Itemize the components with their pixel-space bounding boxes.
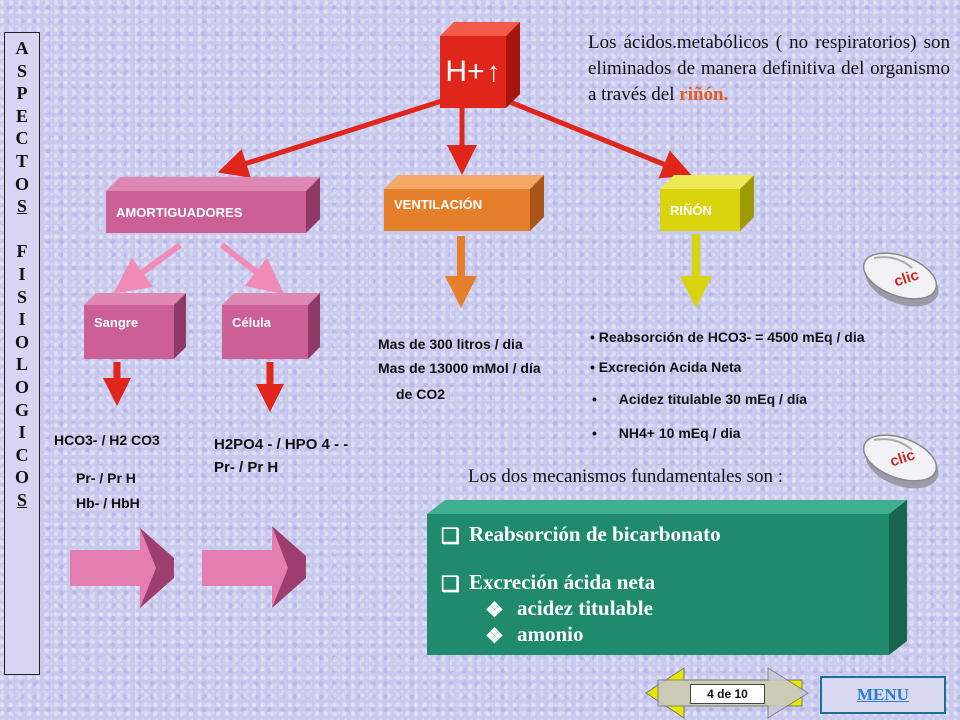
sidebar-letter: C bbox=[15, 128, 29, 149]
rinon-label: RIÑÓN bbox=[670, 202, 712, 218]
next-arrow-button[interactable] bbox=[760, 666, 816, 720]
sidebar-letter: L bbox=[15, 354, 28, 375]
clic-button-2[interactable]: clic bbox=[856, 424, 944, 492]
kidney-item-4-row: • NH4+ 10 mEq / dia bbox=[592, 422, 741, 444]
mouse-icon bbox=[862, 434, 939, 489]
sidebar-letter: P bbox=[16, 83, 28, 104]
sidebar-letter: F bbox=[16, 241, 28, 262]
sidebar-letter: S bbox=[16, 489, 27, 510]
menu-button[interactable]: MENU bbox=[820, 676, 946, 714]
rinon-box: RIÑÓN bbox=[660, 175, 754, 231]
arrow-to-sangre bbox=[113, 242, 182, 294]
pink-arrow-shape-left bbox=[70, 528, 174, 608]
mechanisms-heading: Los dos mecanismos fundamentales son : bbox=[468, 466, 784, 487]
diamond-bullet-icon: ❖ bbox=[485, 598, 504, 622]
bullet-icon: • bbox=[592, 425, 597, 441]
sangre-label: Sangre bbox=[94, 315, 139, 330]
ventilation-line-3: de CO2 bbox=[396, 386, 446, 402]
sidebar-letter: I bbox=[18, 263, 26, 284]
ventilation-line-1: Mas de 300 litros / dia bbox=[378, 336, 523, 352]
arrow-to-amortiguadores bbox=[217, 97, 446, 178]
sidebar-letter: S bbox=[16, 60, 27, 81]
celula-buffer-2: Pr- / Pr H bbox=[214, 459, 279, 476]
hplus-label: H+ bbox=[445, 55, 485, 88]
kidney-item-1: • Reabsorción de HCO3- = 4500 mEq / dia bbox=[590, 329, 865, 345]
sangre-box: Sangre bbox=[84, 293, 186, 359]
kidney-item-2: • Excreción Acida Neta bbox=[590, 359, 742, 375]
diamond-bullet-icon: ❖ bbox=[485, 624, 504, 648]
kidney-item-4: NH4+ 10 mEq / dia bbox=[618, 425, 741, 441]
sangre-buffer-3: Hb- / HbH bbox=[76, 495, 140, 511]
hplus-box: H+ ↑ bbox=[440, 22, 520, 108]
checkbox-square-icon: ❑ bbox=[441, 524, 460, 548]
sidebar-letter: S bbox=[16, 286, 27, 307]
sidebar-letter: O bbox=[14, 331, 29, 352]
ventilacion-box: VENTILACIÓN bbox=[384, 175, 544, 231]
sidebar-vertical-title: A S P E C T O S F I S I O L O G I C O S bbox=[4, 32, 40, 675]
sidebar-letter: T bbox=[15, 150, 28, 171]
mechanisms-box: ❑ Reabsorción de bicarbonato ❑ Excreción… bbox=[427, 500, 907, 655]
mechanism-item-2: Excreción ácida neta bbox=[469, 570, 656, 594]
sidebar-letter: G bbox=[14, 399, 29, 420]
arrow-up-icon: ↑ bbox=[486, 56, 501, 87]
sidebar-letter: A bbox=[15, 38, 29, 58]
sidebar-letter: O bbox=[14, 376, 29, 397]
sidebar-letter: I bbox=[18, 422, 26, 443]
intro-highlight: riñón. bbox=[679, 84, 729, 105]
kidney-item-3: Acidez titulable 30 mEq / día bbox=[618, 391, 808, 407]
ventilation-line-2: Mas de 13000 mMol / día bbox=[378, 360, 541, 376]
pink-arrow-shape-right bbox=[202, 526, 306, 608]
sidebar-letter: O bbox=[14, 173, 29, 194]
clic-button-1[interactable]: clic bbox=[856, 244, 944, 310]
amortiguadores-box: AMORTIGUADORES bbox=[106, 177, 320, 233]
sangre-buffer-1: HCO3- / H2 CO3 bbox=[54, 432, 160, 448]
sangre-buffer-2: Pr- / Pr H bbox=[76, 470, 136, 486]
mechanism-sub-1: acidez titulable bbox=[517, 596, 653, 620]
celula-box: Célula bbox=[222, 293, 320, 359]
sidebar-letter: O bbox=[14, 467, 29, 488]
ventilacion-label: VENTILACIÓN bbox=[394, 197, 483, 212]
sidebar-letter: I bbox=[18, 309, 26, 330]
page-indicator: 4 de 10 bbox=[690, 684, 765, 704]
sidebar-letter: S bbox=[16, 196, 27, 217]
prev-arrow-button[interactable] bbox=[636, 666, 696, 720]
arrow-to-celula bbox=[220, 242, 285, 295]
mechanism-sub-2: amonio bbox=[517, 622, 584, 646]
arrow-to-rinon bbox=[504, 97, 692, 179]
sidebar-letter: E bbox=[15, 105, 28, 126]
bullet-icon: • bbox=[592, 391, 597, 407]
celula-label: Célula bbox=[232, 315, 272, 330]
sidebar-letter: C bbox=[15, 444, 29, 465]
checkbox-square-icon: ❑ bbox=[441, 572, 460, 596]
celula-buffer-1: H2PO4 - / HPO 4 - - bbox=[214, 436, 349, 453]
mouse-icon bbox=[862, 252, 939, 307]
intro-paragraph: Los ácidos.metabólicos ( no respiratorio… bbox=[588, 30, 950, 108]
mechanism-item-1: Reabsorción de bicarbonato bbox=[469, 522, 721, 546]
amortiguadores-label: AMORTIGUADORES bbox=[116, 204, 243, 220]
intro-text: Los ácidos.metabólicos ( no respiratorio… bbox=[588, 32, 950, 105]
kidney-item-3-row: • Acidez titulable 30 mEq / día bbox=[592, 388, 807, 410]
